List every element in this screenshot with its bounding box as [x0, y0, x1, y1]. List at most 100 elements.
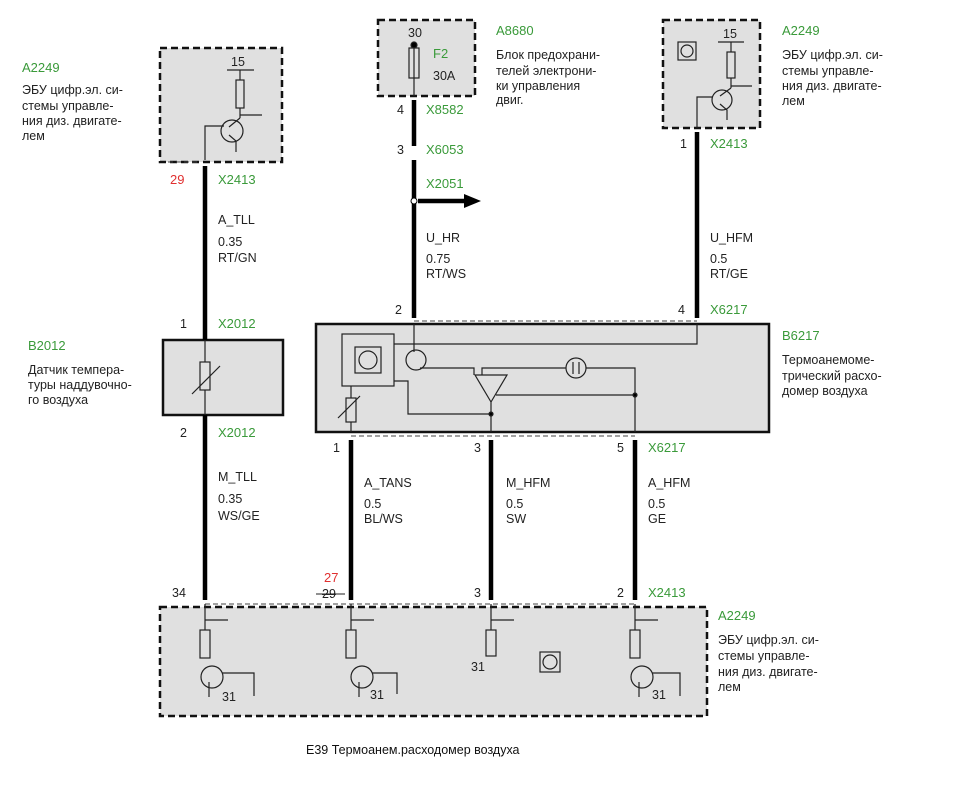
svg-text:0.35: 0.35: [218, 492, 242, 506]
svg-text:X6217: X6217: [710, 302, 748, 317]
svg-text:A_HFM: A_HFM: [648, 476, 690, 490]
wire-m-tll-labels: 2 X2012 M_TLL 0.35 WS/GE 34: [172, 425, 260, 600]
svg-text:29: 29: [170, 172, 184, 187]
svg-text:X2012: X2012: [218, 425, 256, 440]
svg-text:ния диз. двигате-: ния диз. двигате-: [782, 79, 882, 93]
svg-text:0.75: 0.75: [426, 252, 450, 266]
svg-text:X2413: X2413: [710, 136, 748, 151]
sensor-b2012-box: [161, 338, 285, 417]
fuse-box-label: A8680 Блок предохрани- телей электрони- …: [496, 23, 600, 107]
sensor-b6217-label: B6217 Термоанемоме- трический расхо- дом…: [782, 328, 882, 398]
svg-text:двиг.: двиг.: [496, 93, 523, 107]
svg-text:4: 4: [678, 303, 685, 317]
svg-text:SW: SW: [506, 512, 526, 526]
svg-text:3: 3: [474, 586, 481, 600]
wire-u-hr-labels: 4 X8582 3 X6053 X2051 U_HR 0.75 RT/WS 2: [395, 102, 466, 317]
wires: [202, 100, 700, 600]
svg-text:Датчик темпера-: Датчик темпера-: [28, 363, 124, 377]
svg-text:X6217: X6217: [648, 440, 686, 455]
ecu-output-stages-icon: [199, 604, 681, 697]
ground-label: 31: [370, 688, 384, 702]
svg-text:0.5: 0.5: [364, 497, 381, 511]
terminal-label: 15: [723, 27, 737, 41]
wire-a-tans-labels: 1 A_TANS 0.5 BL/WS 27 29: [316, 441, 412, 601]
svg-text:ния диз. двигате-: ния диз. двигате-: [22, 114, 122, 128]
svg-text:1: 1: [180, 317, 187, 331]
fuse-box: [376, 18, 477, 98]
svg-text:X6053: X6053: [426, 142, 464, 157]
ground-label: 31: [471, 660, 485, 674]
sensor-b2012-label: B2012 Датчик темпера- туры наддувочно- г…: [28, 338, 132, 407]
svg-text:U_HFM: U_HFM: [710, 231, 753, 245]
ecu-bottom-label: A2249 ЭБУ цифр.эл. си- стемы управле- ни…: [718, 608, 819, 694]
svg-text:B6217: B6217: [782, 328, 820, 343]
svg-text:го воздуха: го воздуха: [28, 393, 88, 407]
ecu-top-left-label: A2249 ЭБУ цифр.эл. си- стемы управле- ни…: [22, 60, 123, 143]
ntc-resistor-icon: [191, 340, 221, 415]
transistor-icon: [204, 69, 262, 160]
hfm-circuit-icon: [337, 324, 698, 432]
svg-text:A8680: A8680: [496, 23, 534, 38]
svg-text:1: 1: [333, 441, 340, 455]
svg-text:лем: лем: [782, 94, 805, 108]
ecu-top-right-box: [661, 18, 762, 130]
svg-text:туры наддувочно-: туры наддувочно-: [28, 378, 132, 392]
svg-text:GE: GE: [648, 512, 666, 526]
fuse-id: F2: [433, 46, 448, 61]
svg-text:U_HR: U_HR: [426, 231, 460, 245]
svg-text:RT/GE: RT/GE: [710, 267, 748, 281]
ground-label: 31: [222, 690, 236, 704]
svg-text:ЭБУ цифр.эл. си-: ЭБУ цифр.эл. си-: [782, 48, 883, 62]
svg-text:стемы управле-: стемы управле-: [22, 99, 114, 113]
ecu-top-right-label: A2249 ЭБУ цифр.эл. си- стемы управле- ни…: [782, 23, 883, 108]
svg-text:лем: лем: [22, 129, 45, 143]
svg-text:X2051: X2051: [426, 176, 464, 191]
svg-text:BL/WS: BL/WS: [364, 512, 403, 526]
svg-text:2: 2: [617, 586, 624, 600]
fuse-rating: 30A: [433, 69, 456, 83]
svg-text:5: 5: [617, 441, 624, 455]
svg-text:лем: лем: [718, 680, 741, 694]
ground-label: 31: [652, 688, 666, 702]
svg-text:A2249: A2249: [782, 23, 820, 38]
svg-text:X2413: X2413: [218, 172, 256, 187]
svg-text:стемы управле-: стемы управле-: [782, 64, 874, 78]
svg-text:3: 3: [397, 143, 404, 157]
splice-arrow-icon: [464, 194, 481, 208]
wire-u-hfm-labels: 1 X2413 U_HFM 0.5 RT/GE 4 X6217: [678, 136, 753, 317]
svg-text:M_HFM: M_HFM: [506, 476, 550, 490]
svg-text:телей электрони-: телей электрони-: [496, 64, 596, 78]
svg-text:X2413: X2413: [648, 585, 686, 600]
ecu-bottom-box: [158, 605, 709, 718]
svg-text:2: 2: [180, 426, 187, 440]
svg-text:0.5: 0.5: [710, 252, 727, 266]
svg-text:34: 34: [172, 586, 186, 600]
svg-text:A_TANS: A_TANS: [364, 476, 412, 490]
wire-a-tll-labels: 29 X2413 A_TLL 0.35 RT/GN 1 X2012: [170, 172, 257, 331]
svg-text:стемы управле-: стемы управле-: [718, 649, 810, 663]
svg-text:Блок предохрани-: Блок предохрани-: [496, 48, 600, 62]
svg-text:X2012: X2012: [218, 316, 256, 331]
svg-text:ния диз. двигате-: ния диз. двигате-: [718, 665, 818, 679]
transistor-icon: [677, 41, 752, 128]
svg-text:X8582: X8582: [426, 102, 464, 117]
svg-text:4: 4: [397, 103, 404, 117]
svg-text:домер воздуха: домер воздуха: [782, 384, 868, 398]
wire-a-hfm-labels: 5 X6217 A_HFM 0.5 GE 2 X2413: [617, 440, 690, 600]
sensor-b6217-box: [314, 322, 771, 434]
fuse-terminal: 30: [408, 26, 422, 40]
svg-text:2: 2: [395, 303, 402, 317]
svg-text:1: 1: [680, 137, 687, 151]
svg-text:ЭБУ цифр.эл. си-: ЭБУ цифр.эл. си-: [718, 633, 819, 647]
ecu-top-left-box: [158, 46, 284, 164]
svg-text:0.5: 0.5: [506, 497, 523, 511]
svg-text:RT/WS: RT/WS: [426, 267, 466, 281]
svg-text:ки управления: ки управления: [496, 79, 580, 93]
svg-text:M_TLL: M_TLL: [218, 470, 257, 484]
wire-m-hfm-labels: 3 M_HFM 0.5 SW 3: [474, 441, 550, 600]
svg-text:A_TLL: A_TLL: [218, 213, 255, 227]
fuse-icon: [408, 41, 420, 96]
svg-text:B2012: B2012: [28, 338, 66, 353]
svg-text:WS/GE: WS/GE: [218, 509, 260, 523]
